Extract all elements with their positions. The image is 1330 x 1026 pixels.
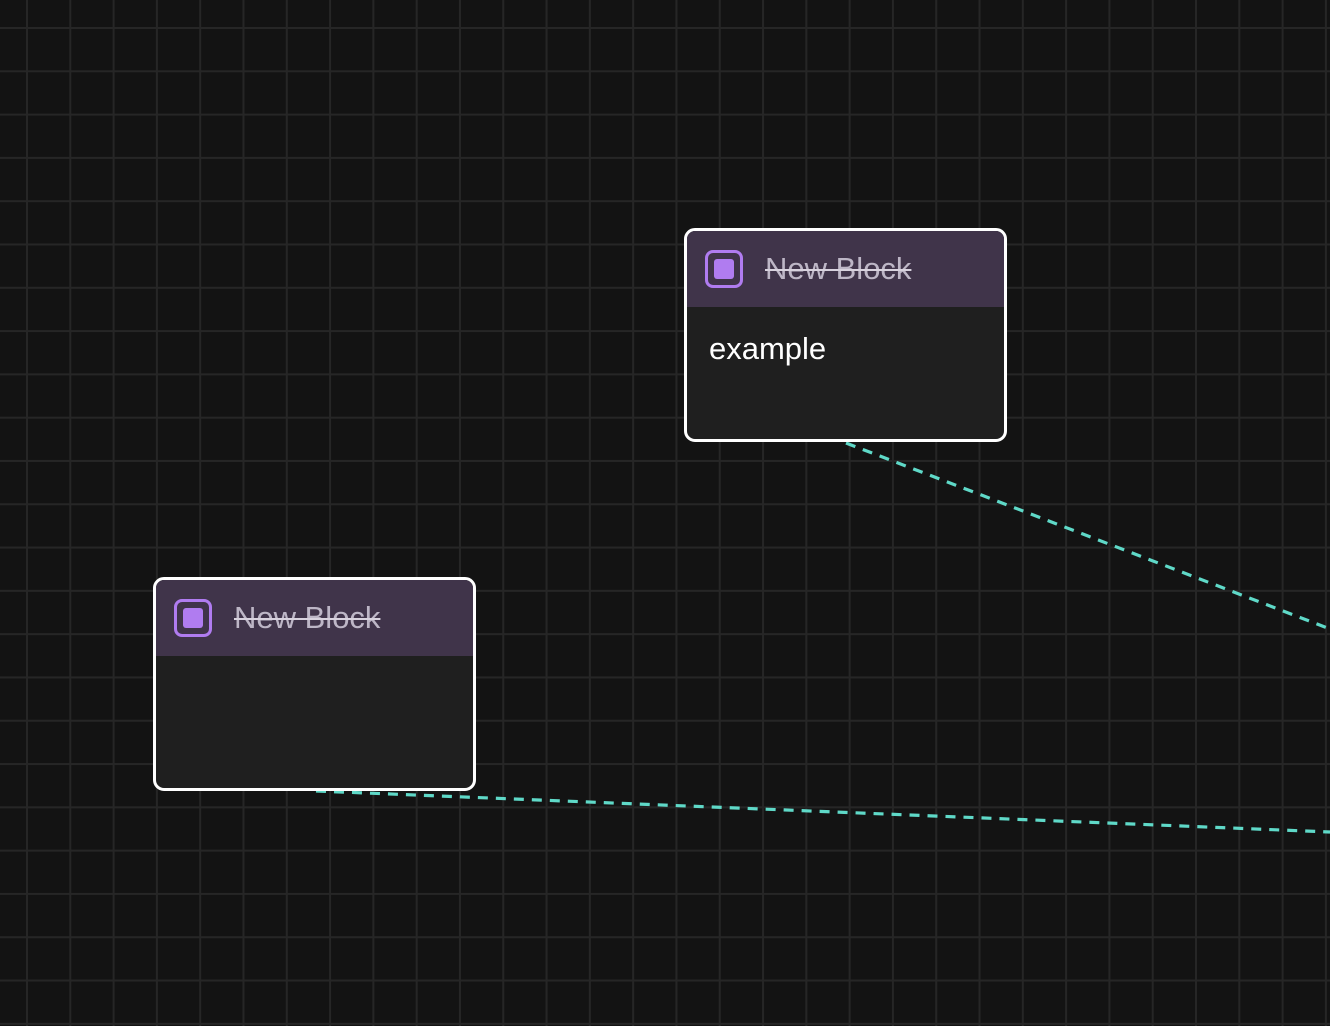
- block-content[interactable]: [156, 656, 473, 700]
- block-node[interactable]: New Block example: [684, 228, 1007, 442]
- block-title[interactable]: New Block: [234, 600, 381, 635]
- square-block-icon: [174, 599, 212, 637]
- square-block-icon: [705, 250, 743, 288]
- block-content[interactable]: example: [709, 331, 827, 366]
- connection-edge[interactable]: [315, 789, 1330, 834]
- block-title[interactable]: New Block: [765, 251, 912, 286]
- block-header[interactable]: New Block: [687, 231, 1004, 307]
- block-header[interactable]: New Block: [156, 580, 473, 656]
- connection-edge[interactable]: [845, 441, 1330, 631]
- block-node[interactable]: New Block: [153, 577, 476, 791]
